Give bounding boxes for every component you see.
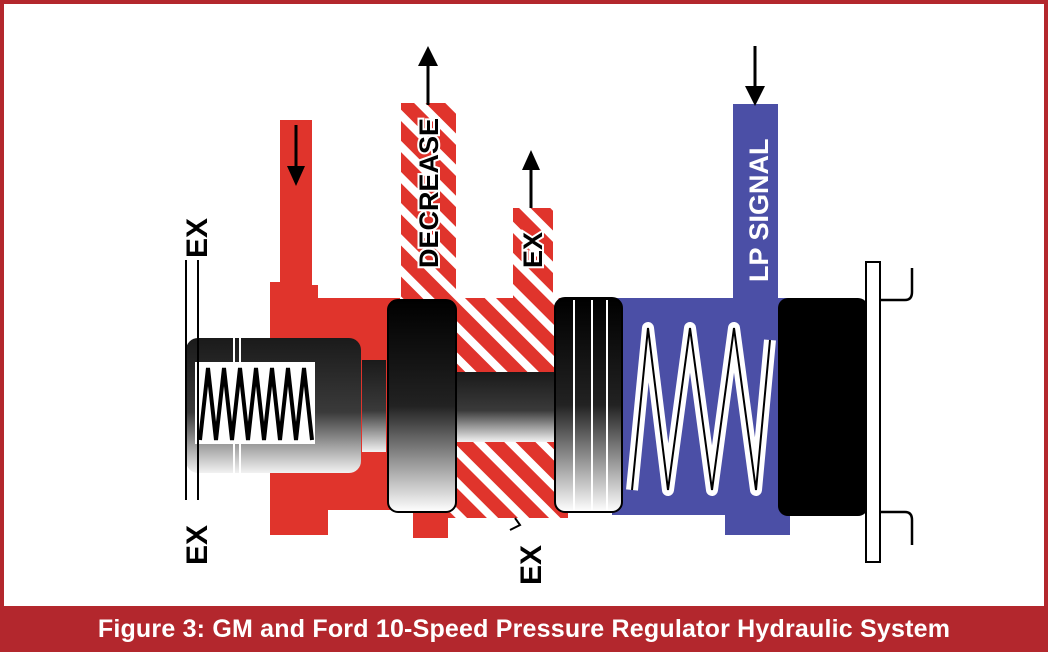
- end-plug: [778, 298, 868, 516]
- decrease-port: [401, 103, 456, 303]
- spool-land-1: [387, 299, 457, 513]
- figure-caption: Figure 3: GM and Ford 10-Speed Pressure …: [97, 614, 951, 643]
- arrow-up-icon: [418, 46, 438, 105]
- label-ex-top-left: EX: [181, 218, 214, 258]
- caption-bar: Figure 3: GM and Ford 10-Speed Pressure …: [0, 606, 1048, 652]
- label-ex-bottom-mid: EX: [515, 545, 548, 585]
- retainer-plate: [865, 261, 881, 563]
- label-ex-bottom-left: EX: [181, 525, 214, 565]
- left-spring: [198, 367, 314, 441]
- spool-land-2: [554, 297, 623, 513]
- arrow-up-icon: [522, 150, 540, 208]
- ex-port: [513, 208, 553, 303]
- label-lp-signal: LP SIGNAL: [744, 138, 774, 282]
- arrow-down-icon: [745, 46, 765, 106]
- label-ex-port: EX: [518, 232, 548, 268]
- arrow-down-icon: [287, 125, 305, 186]
- label-decrease: DECREASE: [414, 118, 444, 268]
